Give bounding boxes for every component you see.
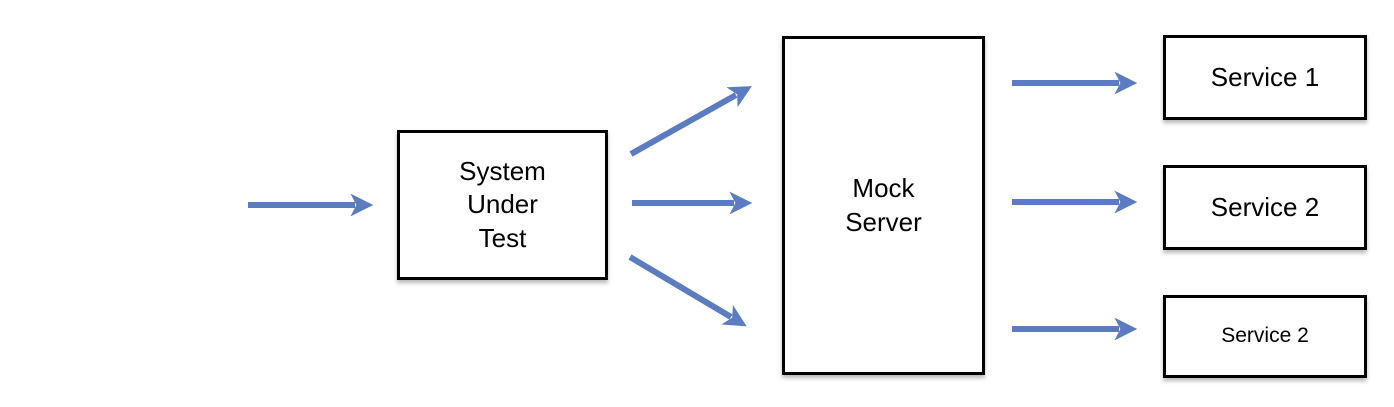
service-2-label: Service 2 <box>1210 191 1320 222</box>
service-1-box: Service 1 <box>1163 35 1367 120</box>
system-under-test-label: System Under Test <box>459 156 546 253</box>
service-3-label: Service 2 <box>1221 324 1309 348</box>
service-2-box: Service 2 <box>1163 165 1367 250</box>
system-under-test-box: System Under Test <box>397 130 608 280</box>
sut-to-mock-arrow-top <box>629 86 752 157</box>
sut-to-mock-arrow-bottom <box>628 254 747 327</box>
mock-server-box: Mock Server <box>782 36 985 375</box>
service-1-label: Service 1 <box>1210 61 1320 92</box>
mock-server-label: Mock Server <box>845 173 922 237</box>
service-3-box: Service 2 <box>1163 295 1367 378</box>
